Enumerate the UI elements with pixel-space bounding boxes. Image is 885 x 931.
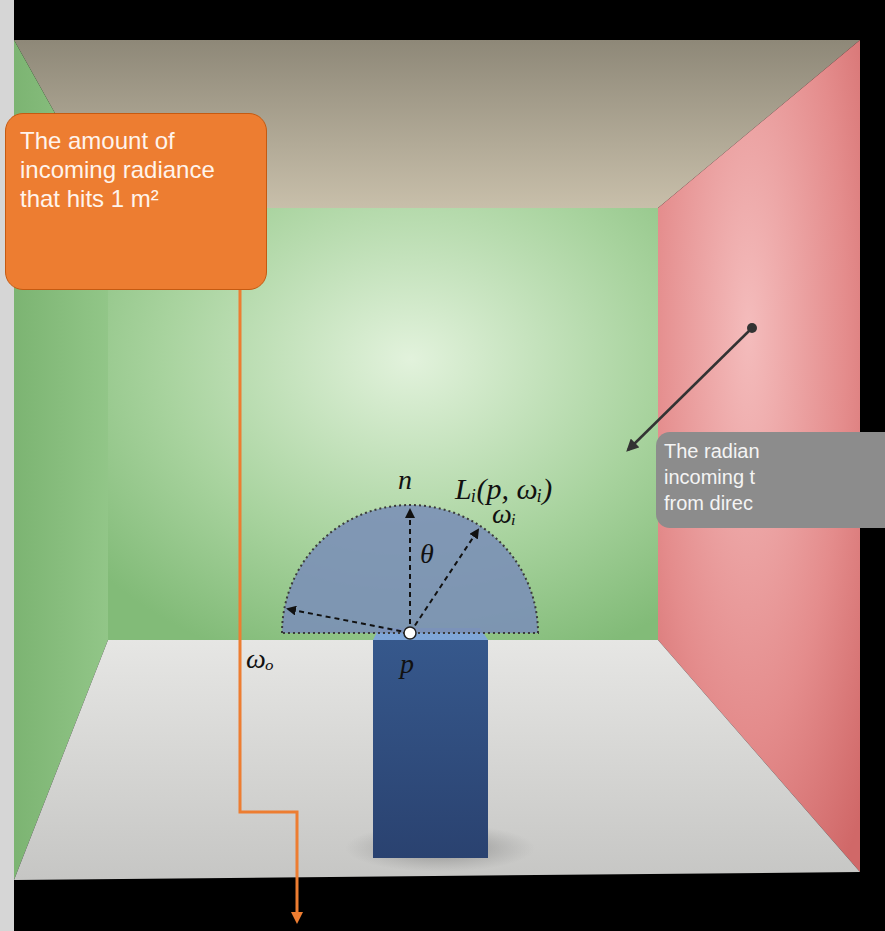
callout-text: The radian incoming t from direc <box>664 438 776 516</box>
point-p <box>404 627 416 639</box>
point-symbol: p <box>400 650 414 678</box>
direction-symbol: ωᵢ <box>492 500 516 528</box>
incoming-direction-arrow <box>410 530 478 633</box>
direction-symbol: ωₒ <box>246 645 274 673</box>
callout-box: The amount of incoming radiance that hit… <box>5 113 267 290</box>
callout-leader <box>240 290 297 918</box>
normal-symbol: n⃗ <box>398 466 434 494</box>
angle-symbol: θ <box>420 540 434 568</box>
floor <box>14 640 860 880</box>
normal-arrow <box>409 510 411 633</box>
callout-box: The radian incoming t from direc <box>656 432 885 528</box>
box-front <box>373 640 488 858</box>
outgoing-direction-arrow <box>288 609 410 633</box>
bottom-band <box>14 880 885 931</box>
callout-text: The amount of incoming radiance that hit… <box>20 126 252 213</box>
